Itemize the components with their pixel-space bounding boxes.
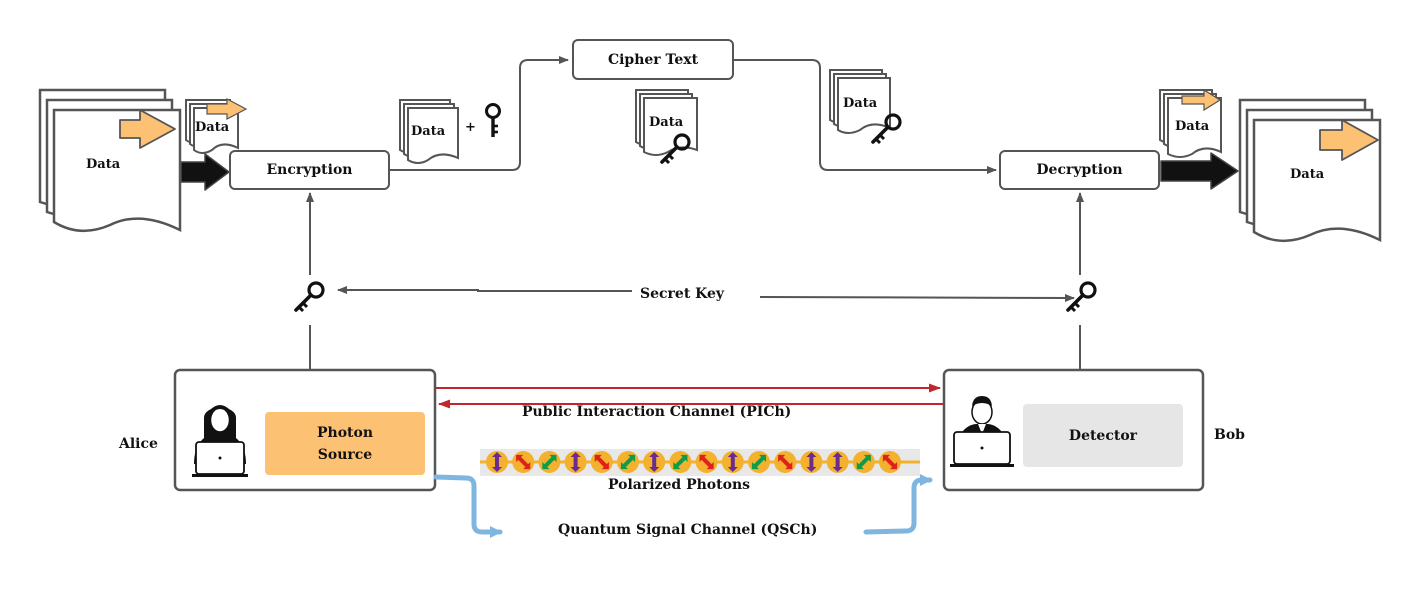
decryption-label: Decryption bbox=[1036, 162, 1123, 178]
doc-arrow-icon bbox=[1319, 119, 1379, 161]
doc-arrow-icon bbox=[119, 109, 176, 149]
alice-label: Alice bbox=[119, 436, 158, 452]
data-label: Data bbox=[195, 120, 230, 135]
photon-source-label: Photon Source bbox=[316, 424, 374, 463]
bob-label: Bob bbox=[1214, 427, 1245, 443]
photon-vertical bbox=[486, 451, 508, 473]
secret-key-label: Secret Key bbox=[640, 286, 725, 302]
photon-diag-down bbox=[774, 451, 797, 473]
alice-avatar bbox=[192, 405, 248, 477]
pich-label: Public Interaction Channel (PICh) bbox=[522, 404, 792, 420]
data-label: Data bbox=[649, 115, 684, 130]
bob-avatar bbox=[950, 396, 1014, 467]
key-icon bbox=[294, 281, 325, 313]
polarized-photons-label: Polarized Photons bbox=[608, 477, 751, 493]
cipher-text-box: Cipher Text bbox=[572, 39, 734, 80]
decryption-box: Decryption bbox=[999, 150, 1160, 190]
photon-diag-down bbox=[879, 451, 901, 473]
data-label: Data bbox=[843, 96, 878, 111]
data-label: Data bbox=[86, 157, 121, 172]
polarized-photon-sequence bbox=[486, 451, 901, 473]
pich-arrows bbox=[436, 383, 943, 409]
photon-vertical bbox=[826, 451, 849, 473]
data-label: Data bbox=[1290, 167, 1325, 182]
small-data-doc-right bbox=[1159, 89, 1222, 158]
qsch-arrows bbox=[433, 474, 933, 538]
photon-diag-down bbox=[590, 451, 613, 473]
detector-box: Detector bbox=[1023, 404, 1183, 467]
transit-data-doc bbox=[829, 69, 891, 134]
data-flow-arrow-out bbox=[1160, 152, 1239, 190]
detector-label: Detector bbox=[1068, 427, 1138, 444]
photon-diag-up bbox=[538, 451, 561, 473]
photon-diag-up bbox=[852, 451, 875, 473]
photon-vertical bbox=[800, 451, 823, 473]
photon-source-box: Photon Source bbox=[265, 412, 425, 475]
photon-vertical bbox=[721, 451, 744, 473]
qsch-label: Quantum Signal Channel (QSCh) bbox=[558, 522, 818, 538]
cipher-text-label: Cipher Text bbox=[607, 51, 699, 68]
cipher-data-doc bbox=[635, 89, 698, 156]
data-plus-key-doc bbox=[399, 99, 459, 164]
doc-arrow-icon bbox=[206, 98, 248, 120]
encryption-label: Encryption bbox=[266, 162, 353, 178]
photon-diag-up bbox=[617, 451, 639, 473]
doc-arrow-icon bbox=[1181, 88, 1222, 112]
data-label: Data bbox=[411, 124, 446, 139]
data-label: Data bbox=[1175, 119, 1210, 134]
photon-diag-down bbox=[695, 451, 718, 473]
photon-diag-up bbox=[669, 451, 692, 473]
photon-diag-up bbox=[748, 451, 770, 473]
data-flow-arrow-in bbox=[180, 153, 230, 191]
photon-vertical bbox=[564, 451, 587, 473]
encryption-box: Encryption bbox=[229, 150, 390, 190]
key-icon bbox=[485, 103, 501, 137]
plus-label: + bbox=[465, 120, 476, 135]
photon-vertical bbox=[643, 451, 666, 473]
connectors bbox=[306, 56, 1084, 370]
photon-diag-down bbox=[512, 451, 535, 473]
